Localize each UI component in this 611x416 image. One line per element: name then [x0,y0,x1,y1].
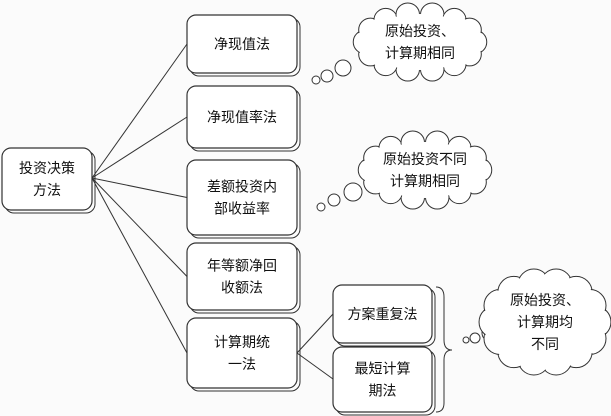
connector-line [296,352,334,380]
root-box-text: 方法 [33,183,61,199]
thought-bubble [327,193,341,207]
annual-net-return-method-box-text: 年等额净回 [207,258,277,275]
unified-period-method-box-text: 一法 [228,357,256,373]
repeat-scheme-method-box: 方案重复法 [332,284,436,347]
npv-rate-method-box-text: 净现值率法 [207,109,277,126]
connector-line [91,177,188,277]
thought-bubble [343,182,363,202]
cloud-diff-investment-text: 原始投资不同 [383,152,467,168]
root-box-text: 投资决策 [19,160,75,177]
thought-bubble [316,202,326,212]
thought-bubble [334,59,352,77]
thought-bubble [469,332,481,344]
repeat-scheme-method-box-text: 方案重复法 [348,306,418,323]
shortest-period-method-box-text: 期法 [369,384,397,400]
npv-rate-method-box: 净现值率法 [186,85,301,152]
connector-line [91,116,188,179]
connector-line [91,43,188,179]
annual-net-return-method-box-text: 收额法 [221,281,263,297]
irr-difference-method-box-text: 部收益率 [214,201,270,218]
unified-period-method-box-text: 计算期统 [214,335,270,351]
cloud-all-different-text: 计算期均 [517,315,573,331]
cloud-diff-investment-text: 计算期相同 [390,174,460,190]
npv-method-box: 净现值法 [186,14,301,77]
thought-bubble [320,69,334,83]
thought-bubble [311,75,321,85]
connector-line [296,313,334,354]
connector-line [91,177,188,198]
connector-line [91,177,188,354]
shortest-period-method-box-text: 最短计算 [355,362,411,378]
cloud-all-different-text: 原始投资、 [510,293,580,309]
thought-bubble [462,336,470,344]
brace [435,286,453,413]
cloud-same-investment-period-text: 原始投资、 [385,24,455,40]
npv-method-box-text: 净现值法 [214,37,270,53]
irr-difference-method-box-text: 差额投资内 [207,180,277,196]
cloud-same-investment-period-text: 计算期相同 [385,46,455,62]
cloud-same-investment-period: 原始投资、计算期相同 [311,2,488,85]
cloud-all-different-text: 不同 [531,337,559,353]
